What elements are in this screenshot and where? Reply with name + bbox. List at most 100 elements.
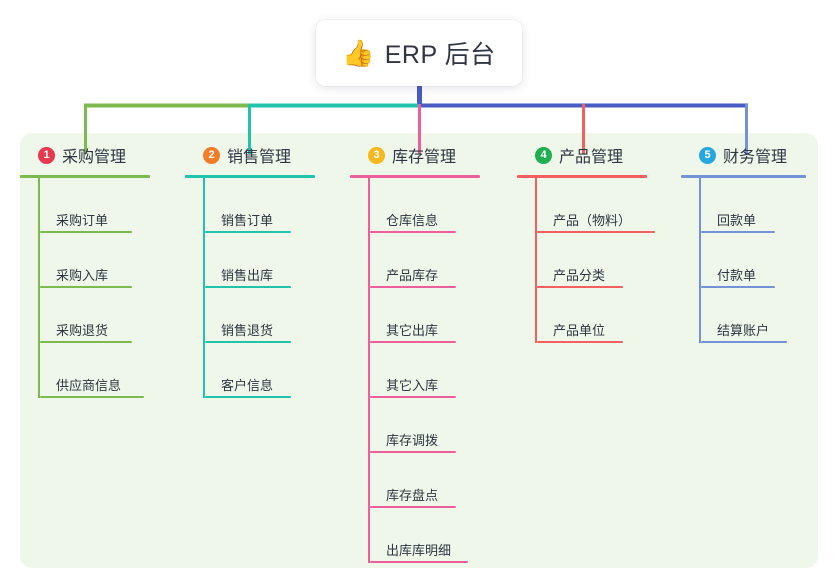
column-header-rule	[517, 175, 647, 178]
column-title: 采购管理	[62, 149, 127, 166]
list-item-label: 付款单	[717, 268, 757, 283]
list-item-label: 产品库存	[386, 268, 439, 283]
column-items: 产品（物料） 产品分类产品单位	[535, 178, 655, 343]
list-item[interactable]: 其它出库	[368, 288, 480, 343]
column-items: 销售订单销售出库销售退货客户信息	[203, 178, 315, 398]
list-item-rule	[205, 231, 291, 233]
list-item[interactable]: 产品分类	[535, 233, 647, 288]
list-item[interactable]: 采购退货	[38, 288, 150, 343]
column-spine	[368, 178, 370, 563]
column-title: 销售管理	[227, 149, 292, 166]
list-item-rule	[537, 231, 655, 233]
list-item-label: 销售出库	[221, 268, 274, 283]
list-item-rule	[537, 341, 623, 343]
list-item-label: 库存调拨	[386, 433, 439, 448]
column-items: 仓库信息产品库存其它出库其它入库库存调拨库存盘点出库库明细	[368, 178, 480, 563]
column-badge-icon: 3	[368, 146, 385, 164]
column-container: 1 采购管理采购订单采购入库采购退货供应商信息 2 销售管理销售订单销售出库销售退货客…	[20, 133, 818, 568]
list-item-label: 仓库信息	[386, 213, 439, 228]
column-spine	[203, 178, 205, 398]
column-title: 库存管理	[392, 149, 457, 166]
list-item[interactable]: 回款单	[699, 178, 806, 233]
column-badge-icon: 4	[535, 146, 552, 164]
column-3: 3 库存管理仓库信息产品库存其它出库其它入库库存调拨库存盘点出库库明细	[350, 141, 480, 563]
list-item[interactable]: 产品库存	[368, 233, 480, 288]
list-item-rule	[40, 286, 132, 288]
list-item[interactable]: 仓库信息	[368, 178, 480, 233]
list-item-label: 产品（物料）	[553, 213, 632, 228]
list-item-label: 库存盘点	[386, 488, 439, 503]
thumbs-up-icon: 👍	[342, 38, 375, 68]
list-item[interactable]: 采购订单	[38, 178, 150, 233]
list-item[interactable]: 销售退货	[203, 288, 315, 343]
column-header-rule	[350, 175, 480, 178]
list-item[interactable]: 采购入库	[38, 233, 150, 288]
list-item-rule	[370, 286, 456, 288]
list-item-rule	[370, 231, 456, 233]
column-badge-icon: 2	[203, 146, 220, 164]
list-item-label: 销售订单	[221, 213, 274, 228]
column-items: 回款单付款单结算账户	[699, 178, 806, 343]
list-item-label: 采购订单	[56, 213, 109, 228]
list-item[interactable]: 供应商信息	[38, 343, 150, 398]
column-title: 财务管理	[723, 149, 788, 166]
list-item-rule	[370, 451, 456, 453]
column-badge-icon: 1	[38, 146, 55, 164]
diagram-panel	[20, 133, 818, 568]
column-header-4[interactable]: 4 产品管理	[517, 141, 647, 169]
list-item-label: 结算账户	[717, 323, 770, 338]
list-item-label: 产品分类	[553, 268, 606, 283]
list-item[interactable]: 付款单	[699, 233, 806, 288]
list-item-rule	[370, 341, 456, 343]
column-2: 2 销售管理销售订单销售出库销售退货客户信息	[185, 141, 315, 398]
list-item[interactable]: 产品单位	[535, 288, 647, 343]
column-header-rule	[681, 175, 806, 178]
list-item-label: 采购退货	[56, 323, 109, 338]
list-item[interactable]: 库存盘点	[368, 453, 480, 508]
column-header-5[interactable]: 5 财务管理	[681, 141, 806, 169]
column-header-2[interactable]: 2 销售管理	[185, 141, 315, 169]
list-item-rule	[701, 341, 787, 343]
column-header-rule	[185, 175, 315, 178]
list-item-rule	[701, 231, 775, 233]
column-4: 4 产品管理产品（物料） 产品分类产品单位	[517, 141, 655, 343]
list-item-label: 其它出库	[386, 323, 439, 338]
column-title: 产品管理	[559, 149, 624, 166]
column-header-3[interactable]: 3 库存管理	[350, 141, 480, 169]
list-item-rule	[40, 341, 132, 343]
list-item-rule	[370, 396, 456, 398]
list-item-label: 供应商信息	[56, 378, 122, 393]
column-1: 1 采购管理采购订单采购入库采购退货供应商信息	[20, 141, 150, 398]
list-item-label: 回款单	[717, 213, 757, 228]
column-spine	[699, 178, 701, 343]
column-header-rule	[20, 175, 150, 178]
column-spine	[535, 178, 537, 343]
column-spine	[38, 178, 40, 398]
list-item-rule	[370, 561, 468, 563]
list-item[interactable]: 其它入库	[368, 343, 480, 398]
column-items: 采购订单采购入库采购退货供应商信息	[38, 178, 150, 398]
root-title-card[interactable]: 👍 ERP 后台	[316, 20, 522, 86]
list-item-label: 其它入库	[386, 378, 439, 393]
column-badge-icon: 5	[699, 146, 716, 164]
list-item-rule	[370, 506, 456, 508]
list-item[interactable]: 销售出库	[203, 233, 315, 288]
page-title: ERP 后台	[384, 41, 496, 69]
list-item-rule	[205, 341, 291, 343]
list-item-rule	[40, 231, 132, 233]
column-header-1[interactable]: 1 采购管理	[20, 141, 150, 169]
list-item[interactable]: 销售订单	[203, 178, 315, 233]
list-item[interactable]: 出库库明细	[368, 508, 480, 563]
list-item-rule	[205, 396, 291, 398]
list-item-label: 销售退货	[221, 323, 274, 338]
list-item[interactable]: 客户信息	[203, 343, 315, 398]
list-item-label: 客户信息	[221, 378, 274, 393]
list-item-rule	[701, 286, 775, 288]
list-item[interactable]: 结算账户	[699, 288, 806, 343]
list-item-rule	[40, 396, 144, 398]
list-item-label: 产品单位	[553, 323, 606, 338]
list-item[interactable]: 产品（物料）	[535, 178, 655, 233]
list-item-label: 出库库明细	[386, 543, 452, 558]
list-item[interactable]: 库存调拨	[368, 398, 480, 453]
